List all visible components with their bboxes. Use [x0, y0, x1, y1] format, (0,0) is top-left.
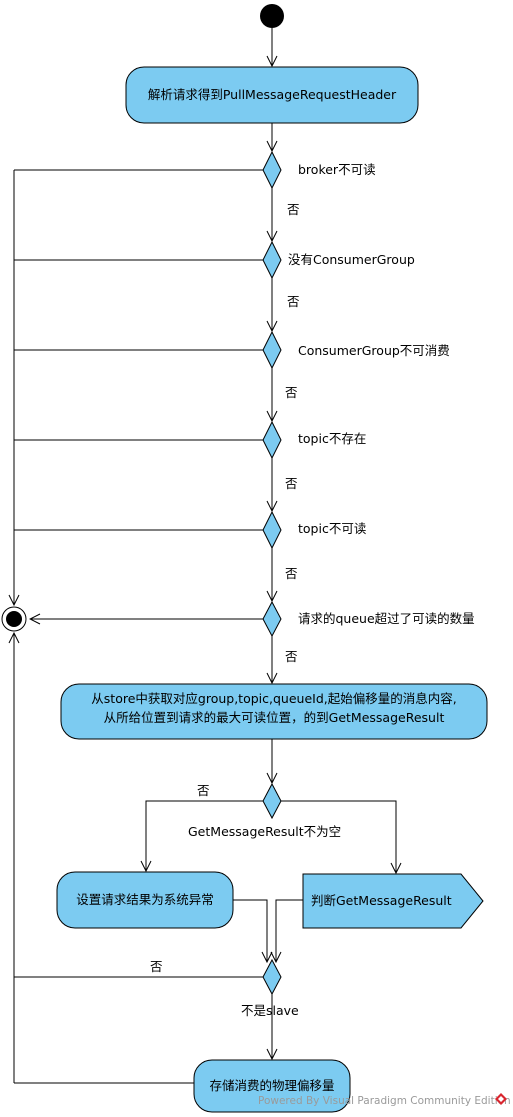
no-label-2: 否 — [287, 294, 300, 309]
no-label-4: 否 — [285, 476, 298, 491]
judge-result-signal[interactable] — [302, 873, 484, 929]
watermark-text: Powered By Visual Paradigm Community Edi… — [258, 1095, 511, 1107]
parse-request-label: 解析请求得到PullMessageRequestHeader — [148, 87, 397, 102]
result-no-label: 否 — [197, 783, 210, 798]
decision-2-label: 没有ConsumerGroup — [288, 252, 415, 267]
get-message-action[interactable] — [60, 683, 488, 740]
decision-5-label: topic不可读 — [298, 521, 366, 536]
decision-result-not-empty[interactable] — [262, 782, 282, 820]
store-offset-label: 存储消费的物理偏移量 — [209, 1078, 334, 1093]
decision-consumer-group-consumable[interactable] — [262, 330, 282, 370]
flow-to-set-error — [146, 800, 263, 871]
slave-condition-label: 不是slave — [241, 1003, 299, 1018]
get-message-line-1: 从store中获取对应group,topic,queueId,起始偏移量的消息内… — [91, 691, 456, 706]
no-label-5: 否 — [285, 566, 298, 581]
store-offset-action[interactable] — [193, 1059, 351, 1113]
decision-queue-exceeds[interactable] — [262, 600, 282, 638]
decision-no-consumer-group[interactable] — [262, 240, 282, 280]
initial-node — [260, 4, 284, 28]
no-label-6: 否 — [285, 649, 298, 664]
visual-paradigm-logo-icon — [495, 1093, 507, 1105]
decision-topic-exists[interactable] — [262, 420, 282, 460]
no-label-1: 否 — [287, 202, 300, 217]
final-node-core — [6, 611, 22, 627]
flow-error-to-slave — [233, 899, 267, 962]
decision-4-label: topic不存在 — [298, 431, 366, 446]
decision-broker-readable[interactable] — [262, 150, 282, 190]
decision-not-slave[interactable] — [262, 958, 282, 996]
result-condition-label: GetMessageResult不为空 — [188, 824, 341, 839]
decision-3-label: ConsumerGroup不可消费 — [298, 343, 450, 358]
set-error-label: 设置请求结果为系统异常 — [76, 892, 214, 907]
slave-no-label: 否 — [150, 959, 163, 974]
get-message-line-2: 从所给位置到请求的最大可读位置，的到GetMessageResult — [104, 710, 445, 725]
no-label-3: 否 — [285, 385, 298, 400]
flow-judge-to-slave — [276, 899, 303, 962]
judge-result-label: 判断GetMessageResult — [311, 893, 452, 908]
flow-to-judge — [281, 800, 396, 873]
decision-1-label: broker不可读 — [298, 162, 376, 177]
decision-topic-readable[interactable] — [262, 510, 282, 550]
decision-6-label: 请求的queue超过了可读的数量 — [298, 611, 475, 626]
